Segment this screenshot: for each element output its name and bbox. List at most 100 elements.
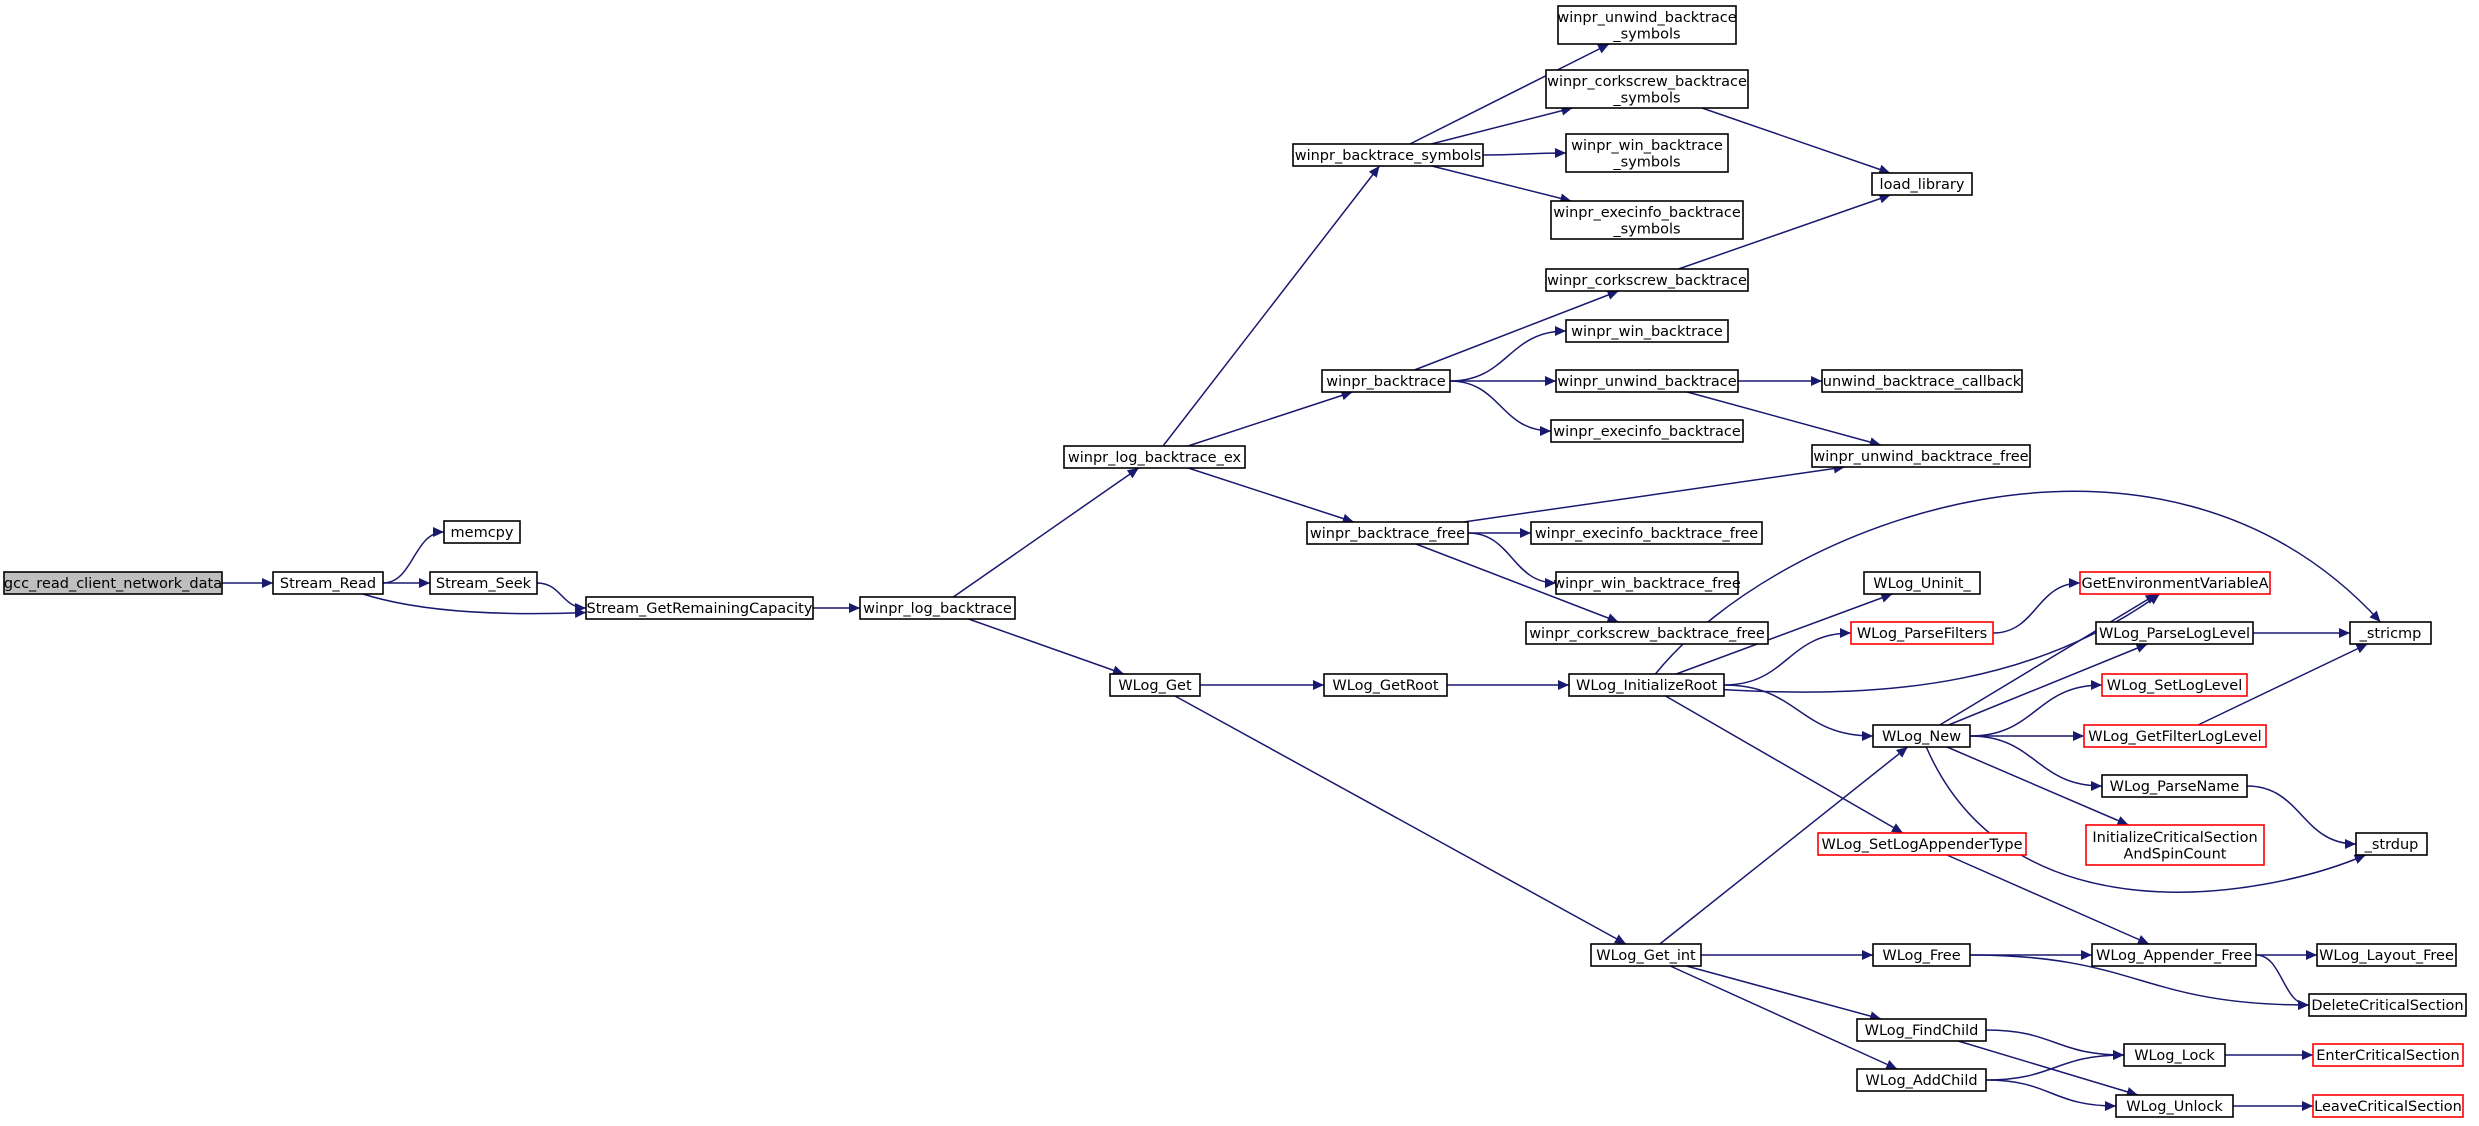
node-wlog-get[interactable]: WLog_Get	[1109, 673, 1201, 697]
node-box[interactable]	[1555, 369, 1739, 393]
node-box[interactable]	[2101, 673, 2248, 697]
node-box[interactable]	[2123, 1043, 2226, 1067]
node-box[interactable]	[2312, 1094, 2464, 1118]
node-box[interactable]	[2085, 824, 2265, 866]
node-wlog-setloglevel[interactable]: WLog_SetLogLevel	[2101, 673, 2248, 697]
node-winpr-corkscrew-backtrace-free[interactable]: winpr_corkscrew_backtrace_free	[1525, 621, 1769, 645]
node-box[interactable]	[1321, 369, 1451, 393]
node-box[interactable]	[1811, 444, 2031, 468]
node-box[interactable]	[1530, 521, 1763, 545]
node-memcpy[interactable]: memcpy	[443, 520, 521, 544]
node-wlog-get-int[interactable]: WLog_Get_int	[1590, 943, 1702, 967]
node-box[interactable]	[1856, 1018, 1987, 1042]
node-wlog-layout-free[interactable]: WLog_Layout_Free	[2316, 943, 2457, 967]
node-deletecriticalsection[interactable]: DeleteCriticalSection	[2308, 993, 2467, 1017]
node-box[interactable]	[1872, 724, 1971, 748]
node-box[interactable]	[1821, 369, 2023, 393]
node-entercriticalsection[interactable]: EnterCriticalSection	[2312, 1043, 2464, 1067]
node-unwind-backtrace-callback[interactable]: unwind_backtrace_callback	[1821, 369, 2023, 393]
node-box[interactable]	[585, 596, 814, 620]
node-winpr-unwind-backtrace[interactable]: winpr_unwind_backtrace	[1555, 369, 1739, 393]
node-box[interactable]	[1565, 133, 1729, 173]
node-gcc-read-client-network-data[interactable]: gcc_read_client_network_data	[3, 571, 223, 595]
node-load-library[interactable]: load_library	[1871, 172, 1973, 196]
node-stream-seek[interactable]: Stream_Seek	[429, 571, 538, 595]
node-box[interactable]	[1856, 1068, 1987, 1092]
node-box[interactable]	[1550, 200, 1744, 240]
node-box[interactable]	[2083, 724, 2267, 748]
node-box[interactable]	[2101, 774, 2248, 798]
node-box[interactable]	[1109, 673, 1201, 697]
node-strdup[interactable]: _strdup	[2355, 832, 2428, 856]
node-box[interactable]	[1565, 319, 1729, 343]
node-wlog-uninit-[interactable]: WLog_Uninit_	[1863, 571, 1981, 595]
node-box[interactable]	[2312, 1043, 2464, 1067]
node-wlog-appender-free[interactable]: WLog_Appender_Free	[2091, 943, 2257, 967]
node-box[interactable]	[1550, 419, 1744, 443]
node-wlog-findchild[interactable]: WLog_FindChild	[1856, 1018, 1987, 1042]
node-winpr-log-backtrace-ex[interactable]: winpr_log_backtrace_ex	[1063, 445, 1246, 469]
node-winpr-backtrace[interactable]: winpr_backtrace	[1321, 369, 1451, 393]
node-winpr-win-backtrace-free[interactable]: winpr_win_backtrace_free	[1553, 571, 1741, 595]
node-winpr-unwind-backtrace-symbols[interactable]: winpr_unwind_backtrace_symbols	[1557, 5, 1737, 45]
node-box[interactable]	[1817, 832, 2027, 856]
node-winpr-execinfo-backtrace[interactable]: winpr_execinfo_backtrace	[1550, 419, 1744, 443]
node-winpr-execinfo-backtrace-free[interactable]: winpr_execinfo_backtrace_free	[1530, 521, 1763, 545]
node-wlog-addchild[interactable]: WLog_AddChild	[1856, 1068, 1987, 1092]
node-box[interactable]	[1557, 5, 1737, 45]
node-stricmp[interactable]: _stricmp	[2349, 621, 2432, 645]
node-getenvironmentvariablea[interactable]: GetEnvironmentVariableA	[2079, 571, 2271, 595]
node-wlog-new[interactable]: WLog_New	[1872, 724, 1971, 748]
node-box[interactable]	[1872, 943, 1971, 967]
node-box[interactable]	[1292, 143, 1484, 167]
node-box[interactable]	[3, 571, 223, 595]
node-leavecriticalsection[interactable]: LeaveCriticalSection	[2312, 1094, 2464, 1118]
node-winpr-unwind-backtrace-free[interactable]: winpr_unwind_backtrace_free	[1811, 444, 2031, 468]
node-box[interactable]	[443, 520, 521, 544]
node-winpr-win-backtrace-symbols[interactable]: winpr_win_backtrace_symbols	[1565, 133, 1729, 173]
node-box[interactable]	[1850, 621, 1994, 645]
node-box[interactable]	[1306, 521, 1469, 545]
node-wlog-free[interactable]: WLog_Free	[1872, 943, 1971, 967]
node-winpr-backtrace-free[interactable]: winpr_backtrace_free	[1306, 521, 1469, 545]
node-winpr-log-backtrace[interactable]: winpr_log_backtrace	[859, 596, 1016, 620]
node-box[interactable]	[2316, 943, 2457, 967]
node-stream-read[interactable]: Stream_Read	[272, 571, 384, 595]
node-box[interactable]	[272, 571, 384, 595]
node-wlog-lock[interactable]: WLog_Lock	[2123, 1043, 2226, 1067]
node-winpr-corkscrew-backtrace[interactable]: winpr_corkscrew_backtrace	[1545, 268, 1749, 292]
node-box[interactable]	[2079, 571, 2271, 595]
node-wlog-setlogappendertype[interactable]: WLog_SetLogAppenderType	[1817, 832, 2027, 856]
node-box[interactable]	[2308, 993, 2467, 1017]
node-box[interactable]	[1555, 571, 1739, 595]
node-wlog-parseloglevel[interactable]: WLog_ParseLogLevel	[2095, 621, 2254, 645]
node-box[interactable]	[1545, 69, 1749, 109]
node-wlog-unlock[interactable]: WLog_Unlock	[2115, 1094, 2234, 1118]
node-wlog-parsename[interactable]: WLog_ParseName	[2101, 774, 2248, 798]
node-box[interactable]	[1525, 621, 1769, 645]
node-box[interactable]	[859, 596, 1016, 620]
node-wlog-getfilterloglevel[interactable]: WLog_GetFilterLogLevel	[2083, 724, 2267, 748]
node-box[interactable]	[1863, 571, 1981, 595]
node-box[interactable]	[1871, 172, 1973, 196]
node-box[interactable]	[2115, 1094, 2234, 1118]
node-box[interactable]	[1590, 943, 1702, 967]
node-winpr-win-backtrace[interactable]: winpr_win_backtrace	[1565, 319, 1729, 343]
node-winpr-corkscrew-backtrace-symbols[interactable]: winpr_corkscrew_backtrace_symbols	[1545, 69, 1749, 109]
node-box[interactable]	[1545, 268, 1749, 292]
node-stream-getremainingcapacity[interactable]: Stream_GetRemainingCapacity	[585, 596, 814, 620]
node-wlog-parsefilters[interactable]: WLog_ParseFilters	[1850, 621, 1994, 645]
node-winpr-backtrace-symbols[interactable]: winpr_backtrace_symbols	[1292, 143, 1484, 167]
node-box[interactable]	[2349, 621, 2432, 645]
node-box[interactable]	[429, 571, 538, 595]
node-box[interactable]	[1323, 673, 1448, 697]
node-box[interactable]	[2091, 943, 2257, 967]
node-box[interactable]	[1063, 445, 1246, 469]
node-box[interactable]	[2095, 621, 2254, 645]
node-wlog-initializeroot[interactable]: WLog_InitializeRoot	[1568, 673, 1725, 697]
node-box[interactable]	[1568, 673, 1725, 697]
node-box[interactable]	[2355, 832, 2428, 856]
node-winpr-execinfo-backtrace-symbols[interactable]: winpr_execinfo_backtrace_symbols	[1550, 200, 1744, 240]
node-wlog-getroot[interactable]: WLog_GetRoot	[1323, 673, 1448, 697]
